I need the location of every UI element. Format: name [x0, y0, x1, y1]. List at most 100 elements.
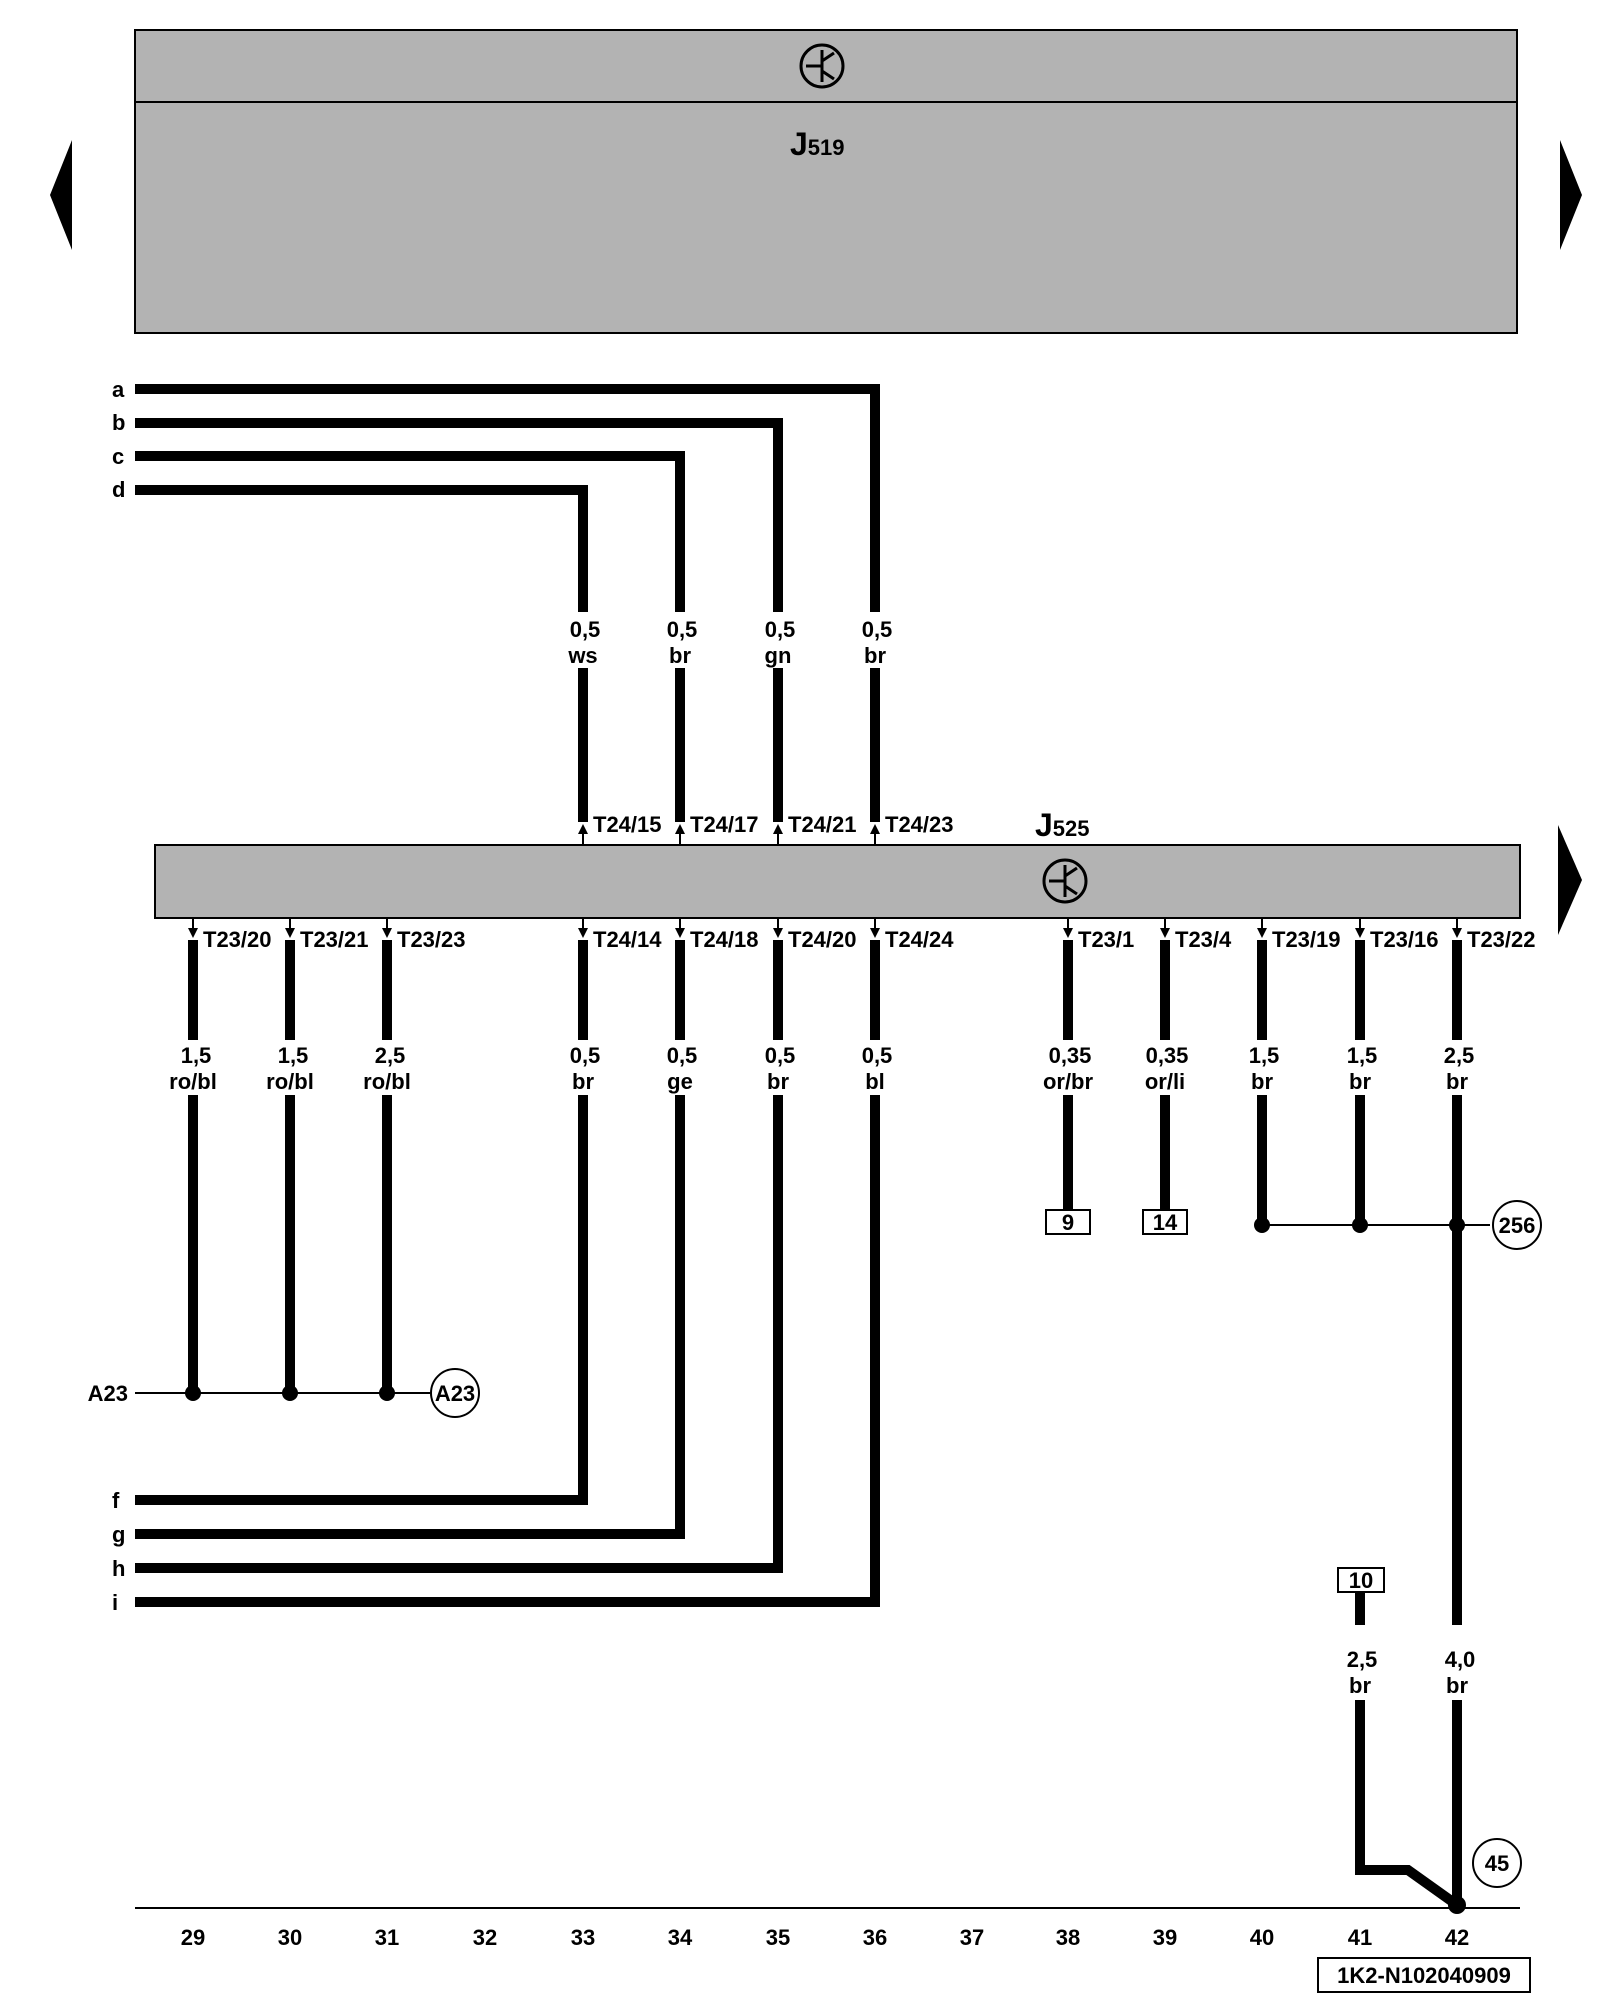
bottom-wire-color-7: bl: [865, 1069, 885, 1094]
j525-label: J525: [1035, 807, 1090, 843]
pin-t24-15: T24/15: [593, 812, 662, 837]
pin-t23-21: T23/21: [300, 927, 369, 952]
pin-t24-14: T24/14: [593, 927, 662, 952]
pin-t24-20: T24/20: [788, 927, 857, 952]
pin-t23-19: T23/19: [1272, 927, 1341, 952]
pin-t24-17: T24/17: [690, 812, 759, 837]
ref-circle-a23[interactable]: [430, 1368, 480, 1418]
wire-42-color: br: [1446, 1673, 1468, 1698]
wire-label-h: h: [112, 1556, 125, 1581]
bottom-wire-size-11: 1,5: [1347, 1043, 1378, 1068]
wire-label-f: f: [112, 1488, 120, 1513]
bottom-wire-color-12: br: [1446, 1069, 1468, 1094]
wire-c: [135, 451, 685, 612]
junction-dot: [1254, 1217, 1270, 1233]
bottom-wire-upper-segments: [188, 940, 1462, 1040]
control-unit-j525: [154, 844, 1521, 919]
bottom-wire-size-2: 1,5: [278, 1043, 309, 1068]
pin-t24-18: T24/18: [690, 927, 759, 952]
ref-circle-256-label: 256: [1499, 1213, 1536, 1238]
ref-box-14[interactable]: [1142, 1209, 1188, 1235]
bus-label-a23: A23: [88, 1381, 128, 1406]
pin-t23-20: T23/20: [203, 927, 272, 952]
column-number: 30: [278, 1925, 302, 1950]
top-wire-color-3: gn: [765, 643, 792, 668]
column-number: 42: [1445, 1925, 1469, 1950]
column-number: 32: [473, 1925, 497, 1950]
wire-h: [135, 1095, 783, 1573]
bottom-pin-markers: [188, 918, 1462, 938]
top-wire-color-1: ws: [567, 643, 597, 668]
prev-page-arrow-icon[interactable]: [50, 140, 72, 250]
ref-circle-256[interactable]: [1492, 1200, 1542, 1250]
next-page-arrow-icon[interactable]: [1560, 140, 1582, 250]
continue-right-arrow-icon[interactable]: [1558, 825, 1582, 935]
column-number: 36: [863, 1925, 887, 1950]
bottom-wire-size-9: 0,35: [1146, 1043, 1189, 1068]
top-wire-color-2: br: [669, 643, 691, 668]
ref-box-9[interactable]: [1045, 1209, 1091, 1235]
junction-dot: [1449, 1217, 1465, 1233]
wire-label-c: c: [112, 444, 124, 469]
bottom-wire-size-4: 0,5: [570, 1043, 601, 1068]
bottom-wire-size-7: 0,5: [862, 1043, 893, 1068]
bottom-wire-color-4: br: [572, 1069, 594, 1094]
top-pin-markers: [578, 824, 880, 845]
column-number: 40: [1250, 1925, 1274, 1950]
column-number: 34: [668, 1925, 693, 1950]
ref-box-14-label: 14: [1153, 1210, 1178, 1235]
pin-t23-22: T23/22: [1467, 927, 1536, 952]
column-number: 37: [960, 1925, 984, 1950]
column-number: 38: [1056, 1925, 1080, 1950]
wire-label-i: i: [112, 1590, 118, 1615]
junction-dot: [185, 1385, 201, 1401]
bottom-wire-color-9: or/li: [1145, 1069, 1185, 1094]
bottom-wire-size-3: 2,5: [375, 1043, 406, 1068]
pin-t24-24: T24/24: [885, 927, 954, 952]
wire-b: [135, 418, 783, 612]
bottom-wire-color-10: br: [1251, 1069, 1273, 1094]
pin-t23-16: T23/16: [1370, 927, 1439, 952]
top-wire-color-4: br: [864, 643, 886, 668]
pin-t24-23: T24/23: [885, 812, 954, 837]
bottom-wire-color-1: ro/bl: [169, 1069, 217, 1094]
bottom-wire-size-5: 0,5: [667, 1043, 698, 1068]
document-code: 1K2-N102040909: [1337, 1963, 1511, 1988]
pin-t23-4: T23/4: [1175, 927, 1232, 952]
ref-circle-45[interactable]: [1472, 1838, 1522, 1888]
electronic-symbol-icon: [1042, 858, 1088, 904]
bottom-wire-color-11: br: [1349, 1069, 1371, 1094]
wire-41-ground: [1355, 1700, 1460, 1910]
bottom-wire-size-10: 1,5: [1249, 1043, 1280, 1068]
wire-g: [135, 1095, 685, 1539]
j519-label: J519: [790, 126, 845, 162]
bottom-wire-color-3: ro/bl: [363, 1069, 411, 1094]
bottom-wire-size-6: 0,5: [765, 1043, 796, 1068]
electronic-symbol-icon: [799, 43, 845, 89]
bottom-wire-color-6: br: [767, 1069, 789, 1094]
control-unit-j519: [134, 29, 1518, 334]
pin-t23-1: T23/1: [1078, 927, 1134, 952]
ref-circle-a23-label: A23: [435, 1381, 475, 1406]
column-numbers: 29 30 31 32 33 34 35 36 37 38 39 40 41 4…: [181, 1925, 1469, 1950]
column-number: 33: [571, 1925, 595, 1950]
wire-label-b: b: [112, 410, 125, 435]
top-wire-size-1: 0,5: [570, 617, 601, 642]
wire-label-g: g: [112, 1522, 125, 1547]
column-number: 39: [1153, 1925, 1177, 1950]
pin-t24-21: T24/21: [788, 812, 857, 837]
junction-dot: [379, 1385, 395, 1401]
column-number: 35: [766, 1925, 790, 1950]
top-wire-size-3: 0,5: [765, 617, 796, 642]
bottom-wire-size-12: 2,5: [1444, 1043, 1475, 1068]
wire-label-d: d: [112, 477, 125, 502]
column-number: 41: [1348, 1925, 1372, 1950]
column-number: 29: [181, 1925, 205, 1950]
document-code-box: [1317, 1957, 1531, 1993]
top-wire-size-2: 0,5: [667, 617, 698, 642]
ref-box-9-label: 9: [1062, 1210, 1074, 1235]
top-wire-size-4: 0,5: [862, 617, 893, 642]
wire-41-color: br: [1349, 1673, 1371, 1698]
